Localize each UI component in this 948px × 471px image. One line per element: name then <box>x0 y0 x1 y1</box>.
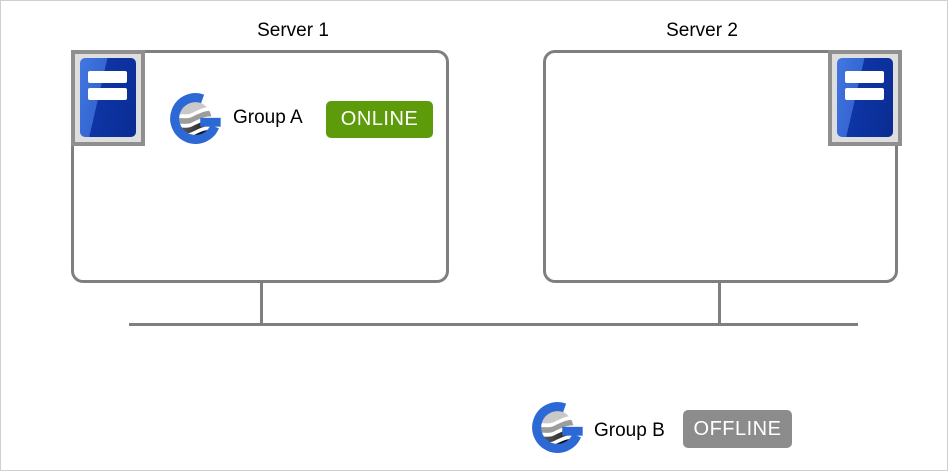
server-tower-body <box>837 58 893 137</box>
server-drive-slot <box>88 88 127 100</box>
server1-title: Server 1 <box>257 20 329 41</box>
server-tower-body <box>80 58 136 137</box>
group-a-label: Group A <box>233 107 303 128</box>
server2-title: Server 2 <box>666 20 738 41</box>
server1-tower-icon <box>71 50 145 146</box>
server-drive-slot <box>845 88 884 100</box>
group-a-status-badge: ONLINE <box>326 101 433 138</box>
network-bus-line <box>129 323 858 326</box>
server-drive-slot <box>88 71 127 83</box>
group-a-globe-icon <box>167 90 224 147</box>
server1-network-connector <box>260 282 263 323</box>
server2-network-connector <box>718 282 721 323</box>
group-b-globe-icon <box>529 399 586 456</box>
server-drive-slot <box>845 71 884 83</box>
server2-tower-icon <box>828 50 902 146</box>
group-b-status-badge: OFFLINE <box>683 410 792 448</box>
group-b-label: Group B <box>594 420 665 441</box>
